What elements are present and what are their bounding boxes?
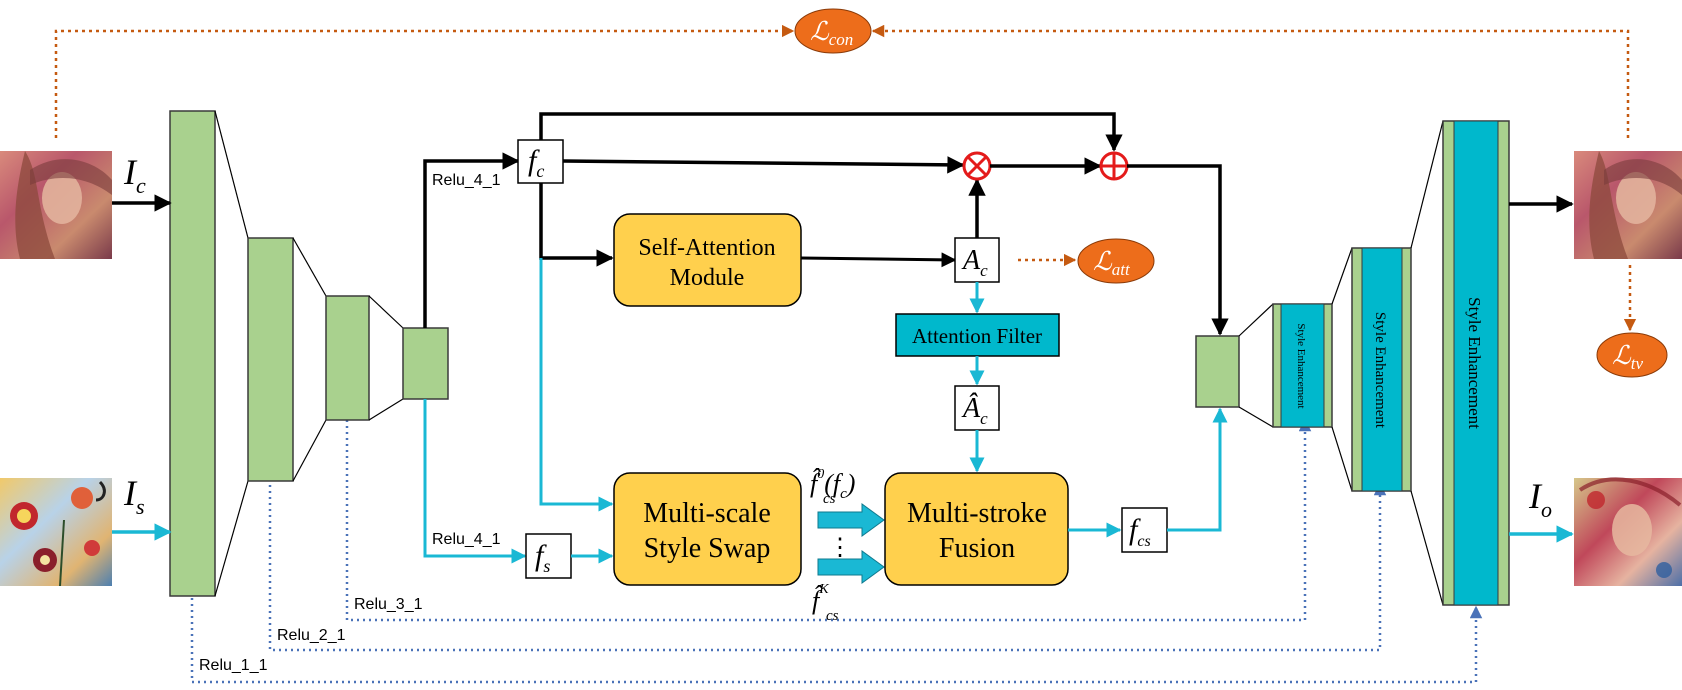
attention-filter-label: Attention Filter (912, 324, 1042, 348)
attention-filter (895, 313, 1060, 357)
tv-loss-badge: ℒtv (1596, 332, 1668, 378)
encoder-block-4 (402, 327, 449, 400)
encoder (169, 110, 449, 597)
style-enhancement-label-3: Style Enhancement (1465, 297, 1484, 429)
style-feature-path (423, 399, 527, 564)
stylized-output-image (1574, 477, 1682, 586)
fcs-to-decoder-arrow (1167, 407, 1228, 532)
fc-box (517, 139, 564, 184)
achat-label: Âc (961, 393, 988, 428)
svg-text:ℒcon: ℒcon (810, 17, 853, 49)
fc-to-attention-arrow (539, 183, 614, 267)
style-image (0, 478, 112, 587)
swap-output-top-label: f̂0(fc) (810, 467, 855, 502)
relu1-label: Relu_1_1 (199, 657, 268, 674)
ac-label: Ac (961, 245, 988, 280)
fusion-label-2: Fusion (939, 533, 1015, 564)
achat-box (954, 385, 1000, 431)
style-enhancement-block-1 (1272, 303, 1333, 428)
swap-output-arrow-top (817, 503, 885, 537)
content-image (0, 151, 112, 259)
attention-to-ac-arrow (800, 252, 957, 268)
skip-connections (190, 418, 1483, 684)
add-to-decoder-arrow (1127, 164, 1229, 336)
swap-output-arrow-bottom (817, 550, 885, 584)
swap-output-dots: ⋮ (828, 535, 852, 561)
skip-relu1-line (190, 598, 1483, 684)
fs-box (525, 533, 572, 579)
style-swap-label-2: Style Swap (644, 533, 771, 564)
content-loss-badge: ℒcon (794, 8, 872, 54)
self-attention-module (613, 213, 802, 307)
fc-to-multiply-arrow (562, 156, 965, 174)
self-attention-label-2: Module (670, 265, 745, 291)
style-enhancement-block-3 (1442, 120, 1510, 606)
relu4-top-label: Relu_4_1 (432, 172, 501, 189)
fusion-module (884, 472, 1069, 586)
svg-text:ℒatt: ℒatt (1093, 247, 1131, 279)
decoder: Style Enhancement Style Enhancement Styl… (1195, 120, 1510, 606)
fcs-box (1121, 507, 1168, 553)
fc-bypass-line (539, 112, 1123, 152)
style-enhancement-block-2 (1351, 247, 1412, 492)
loss-connections (54, 24, 1637, 332)
output-label: Io (1528, 476, 1552, 522)
attention-loss-badge: ℒatt (1077, 238, 1155, 284)
relu4-bottom-label: Relu_4_1 (432, 531, 501, 548)
add-operator (1099, 151, 1129, 181)
con-loss-right-line (871, 24, 1630, 138)
multiply-operator (962, 151, 992, 181)
encoder-block-3 (325, 295, 370, 421)
style-swap-module (613, 472, 802, 586)
fc-to-style-swap-arrow (539, 258, 614, 512)
skip-relu3-line (345, 418, 1312, 622)
relu2-label: Relu_2_1 (277, 627, 346, 644)
content-feature-path (423, 152, 520, 328)
encoder-block-2 (247, 237, 294, 482)
style-enhancement-label-1: Style Enhancement (1295, 323, 1307, 408)
svg-text:ℒtv: ℒtv (1612, 341, 1643, 373)
encoder-block-1 (169, 110, 216, 597)
con-loss-left-line (54, 24, 795, 138)
swap-output-bottom-label: f̂K (812, 582, 829, 615)
reconstructed-image (1574, 151, 1682, 259)
style-swap-label-1: Multi-scale (643, 498, 771, 529)
relu3-label: Relu_3_1 (354, 596, 423, 613)
decoder-block-1 (1195, 335, 1240, 408)
self-attention-label-1: Self-Attention (638, 235, 775, 261)
skip-relu2-line (268, 482, 1387, 652)
swap-output-top-sub: cs (823, 491, 836, 507)
style-enhancement-label-2: Style Enhancement (1372, 312, 1388, 429)
swap-output-bottom-sub: cs (826, 608, 839, 624)
fusion-label-1: Multi-stroke (907, 498, 1047, 529)
content-input-label: Ic (123, 152, 146, 198)
style-input-label: Is (123, 473, 145, 519)
